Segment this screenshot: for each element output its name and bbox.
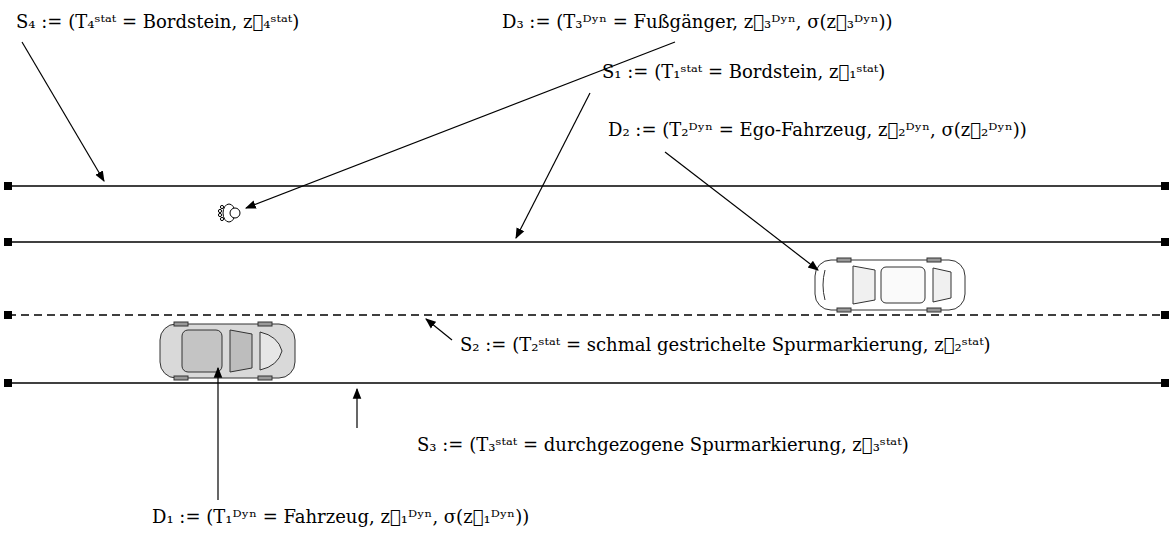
curb-line [8, 241, 1165, 242]
annotation-label: S₃ := (T₃ˢᵗᵃᵗ = durchgezogene Spurmarkie… [415, 433, 911, 456]
leader-line [665, 152, 818, 270]
annotation-label: S₄ := (T₄ˢᵗᵃᵗ = Bordstein, z⃗₄ˢᵗᵃᵗ) [14, 10, 301, 33]
leader-line [217, 368, 218, 500]
curb-line [8, 185, 1165, 186]
ego-vehicle-icon [815, 258, 965, 312]
pedestrian-icon [218, 204, 240, 222]
dashed-lane-marking [8, 314, 1165, 315]
leader-line [22, 42, 104, 181]
vehicle-icon [160, 322, 295, 380]
leader-line [426, 319, 452, 340]
leader-line [356, 389, 357, 428]
road-lines [8, 186, 1165, 383]
annotation-label: D₂ := (T₂ᴰʸⁿ = Ego-Fahrzeug, z⃗₂ᴰʸⁿ, σ(z… [606, 118, 1029, 141]
annotation-label: D₁ := (T₁ᴰʸⁿ = Fahrzeug, z⃗₁ᴰʸⁿ, σ(z⃗₁ᴰʸ… [150, 505, 531, 528]
leader-lines [22, 42, 818, 500]
leader-line [516, 93, 590, 238]
annotation-label: D₃ := (T₃ᴰʸⁿ = Fußgänger, z⃗₃ᴰʸⁿ, σ(z⃗₃ᴰ… [500, 10, 895, 33]
end-markers [4, 182, 1169, 387]
solid-lane-marking [8, 382, 1165, 383]
annotation-label: S₁ := (T₁ˢᵗᵃᵗ = Bordstein, z⃗₁ˢᵗᵃᵗ) [600, 60, 887, 83]
annotation-label: S₂ := (T₂ˢᵗᵃᵗ = schmal gestrichelte Spur… [458, 333, 993, 356]
